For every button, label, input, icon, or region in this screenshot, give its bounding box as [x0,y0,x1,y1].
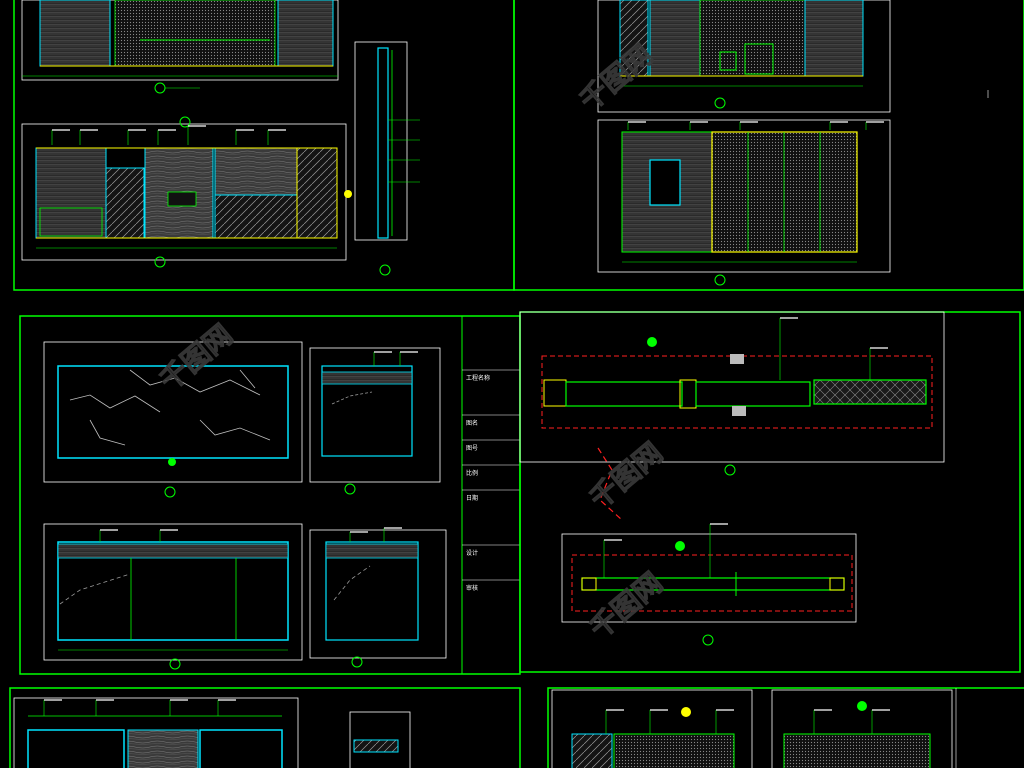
panel-frame [547,687,1024,768]
bottom-left-elevation-panel [9,687,521,768]
annotation-leaders [43,121,890,734]
title-block-label: 设计 [466,549,478,557]
title-block-label: 日期 [466,494,478,502]
title-block-label: 比例 [466,469,478,477]
panel-frame [513,0,1024,291]
study-elevation-panel [513,0,1024,291]
door-section-panel [519,311,1021,673]
bottom-right-elevation-panel [547,687,1024,768]
svg-text:千图网: 千图网 [153,318,239,397]
title-block-label: 图号 [466,445,478,452]
title-block-label: 审核 [466,584,478,592]
svg-text:千图网: 千图网 [583,436,669,515]
panel-frame [9,687,521,768]
wardrobe-elevation-panel [13,0,515,291]
panel-frame [19,315,521,675]
title-block-label: 图名 [466,419,478,427]
title-block-label: 工程名称 [466,374,490,382]
svg-text:千图网: 千图网 [573,38,659,117]
